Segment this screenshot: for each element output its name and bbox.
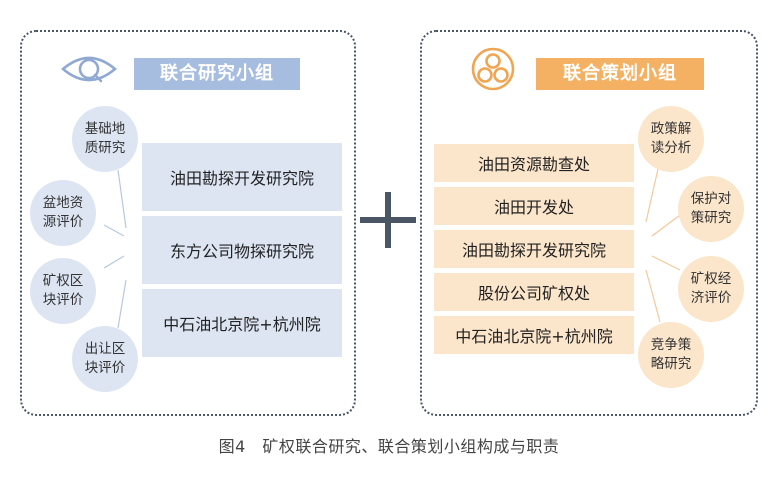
eye-icon	[60, 56, 118, 83]
joint-research-title: 联合研究小组	[134, 58, 300, 90]
left-box-cnpc-institutes: 中石油北京院+杭州院	[142, 289, 342, 357]
figure-caption: 图4 矿权联合研究、联合策划小组构成与职责	[218, 437, 560, 456]
right-box-mining-rights-dept: 股份公司矿权处	[434, 273, 634, 311]
right-box-resource-dept: 油田资源勘查处	[434, 144, 634, 182]
bubble-protection-strategy: 保护对 策研究	[678, 176, 744, 242]
left-box-oilfield-institute: 油田勘探开发研究院	[142, 143, 342, 211]
bubble-mining-block: 矿权区 块评价	[30, 258, 96, 324]
bubble-competition-strategy: 竞争策 略研究	[638, 322, 704, 388]
bubble-economic-evaluation: 矿权经 济评价	[678, 256, 744, 322]
left-box-bgp-institute: 东方公司物探研究院	[142, 216, 342, 284]
bubble-policy-analysis: 政策解 读分析	[638, 106, 704, 172]
three-circles-icon	[471, 47, 515, 91]
joint-planning-panel	[420, 30, 758, 416]
bubble-basin-resource: 盆地资 源评价	[30, 180, 96, 246]
bubble-basic-geology: 基础地 质研究	[72, 106, 138, 172]
plus-icon	[360, 192, 416, 248]
bubble-transfer-block: 出让区 块评价	[72, 326, 138, 392]
joint-planning-title: 联合策划小组	[536, 58, 704, 90]
right-box-cnpc-institutes: 中石油北京院+杭州院	[434, 316, 634, 354]
joint-research-panel	[20, 30, 356, 416]
right-box-oilfield-institute: 油田勘探开发研究院	[434, 230, 634, 268]
right-box-development-dept: 油田开发处	[434, 187, 634, 225]
